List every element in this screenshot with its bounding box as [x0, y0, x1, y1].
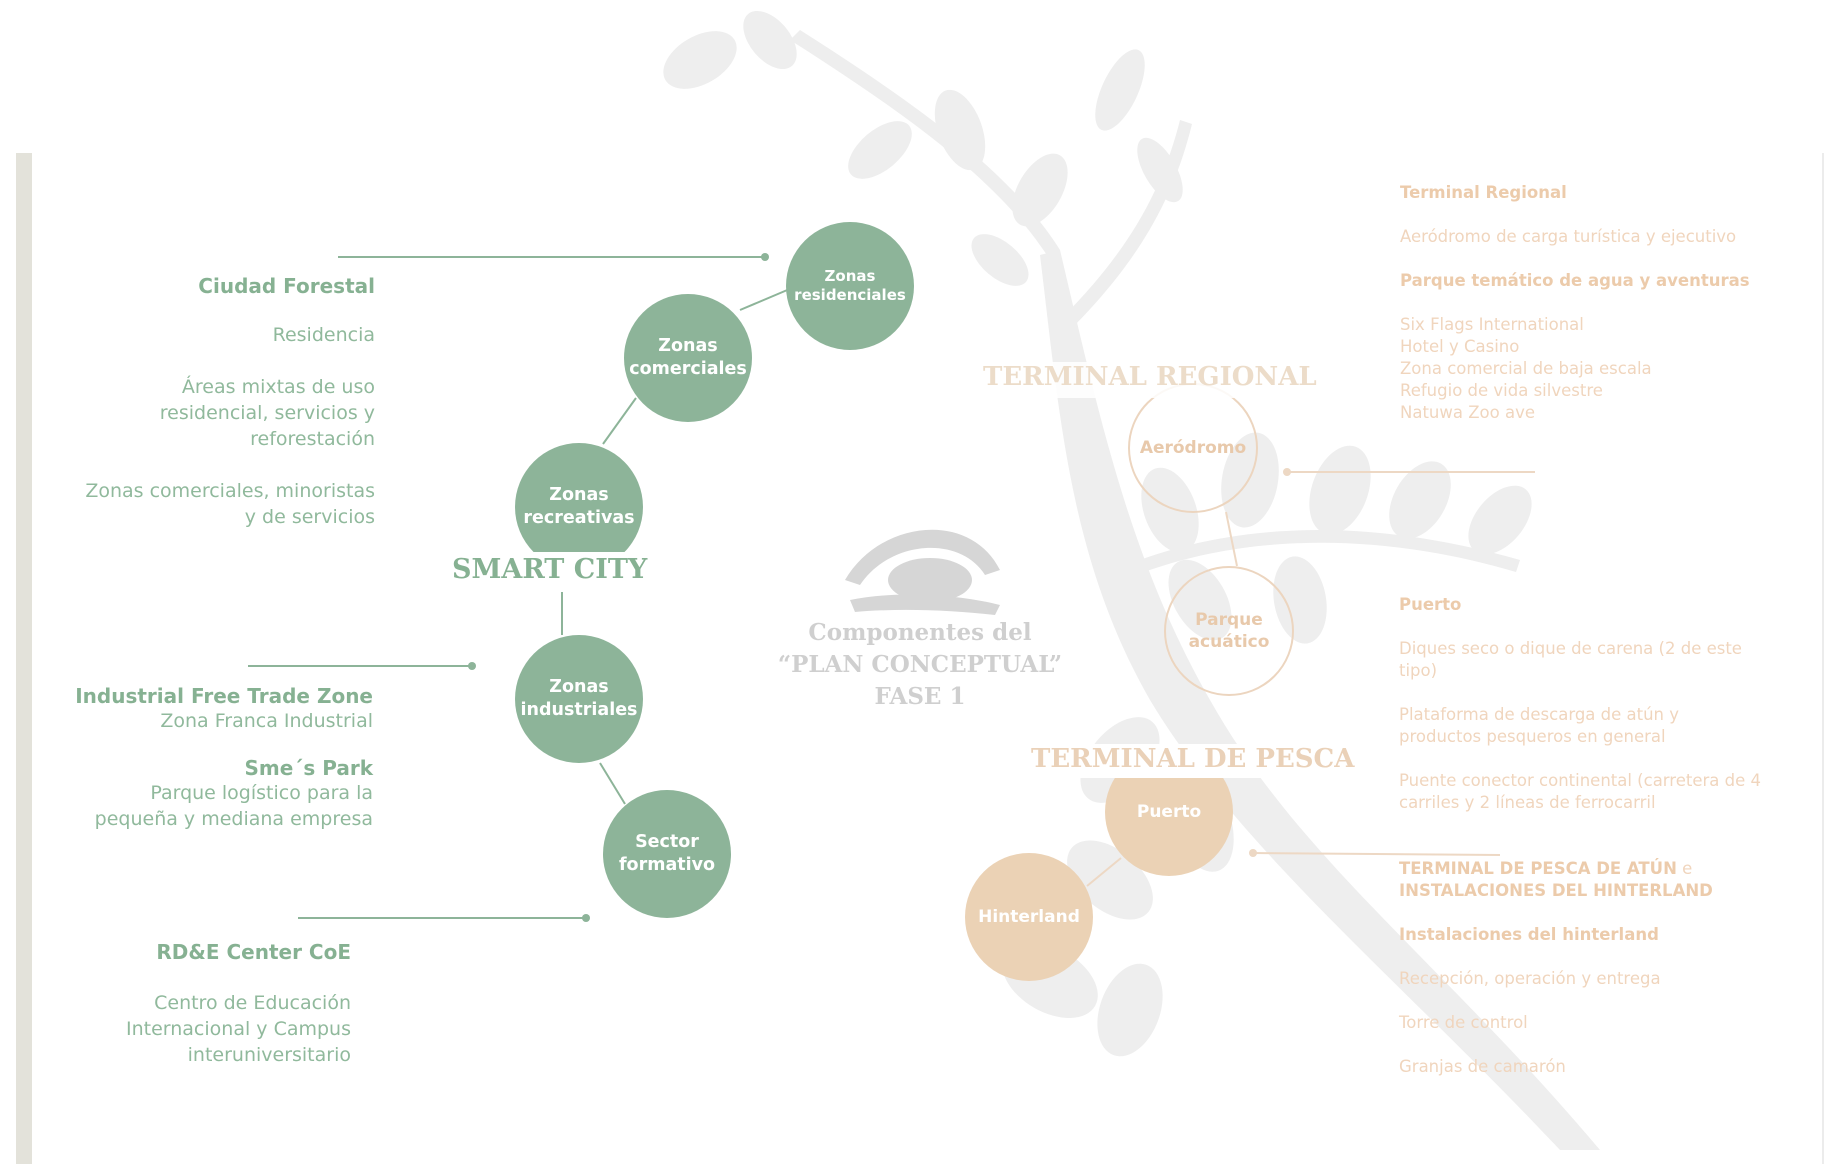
list-item: Zona comercial de baja escala — [1400, 359, 1652, 378]
line: Centro de Educación — [154, 992, 351, 1014]
industrial-block: Industrial Free Trade Zone Zona Franca I… — [40, 684, 373, 832]
heading: Instalaciones del hinterland — [1399, 925, 1659, 944]
heading: Puerto — [1399, 595, 1462, 614]
line: reforestación — [250, 428, 375, 450]
heading: RD&E Center CoE — [156, 940, 351, 964]
list-item: Granjas de camarón — [1399, 1057, 1566, 1076]
heading: Sme´s Park — [244, 756, 373, 780]
list: Six Flags International Hotel y Casino Z… — [1400, 314, 1800, 424]
line: y de servicios — [244, 506, 375, 528]
node-label: Puerto — [1136, 801, 1202, 822]
line: Diques seco o dique de carena (2 de este — [1399, 639, 1742, 658]
node-label: Zonas industriales — [520, 677, 638, 720]
list-item: Natuwa Zoo ave — [1400, 403, 1535, 422]
heading-plain: e — [1676, 859, 1693, 878]
hinterland-text: TERMINAL DE PESCA DE ATÚN e INSTALACIONE… — [1399, 858, 1799, 1078]
node-label: Sector formativo — [618, 832, 716, 875]
paragraph: Centro de Educación Internacional y Camp… — [40, 990, 351, 1068]
terminal-connectors — [1086, 471, 1535, 887]
center-line: Componentes del — [808, 619, 1032, 646]
node-zonas-recreativas: Zonas recreativas — [515, 443, 643, 571]
node-label: Aeródromo — [1139, 437, 1247, 458]
list-item: Puente conector continental (carretera d… — [1399, 770, 1799, 814]
line: Zonas comerciales, minoristas — [85, 480, 375, 502]
center-line: FASE 1 — [874, 683, 966, 710]
line: Áreas mixtas de uso — [181, 376, 375, 398]
center-title: Componentes del “PLAN CONCEPTUAL” FASE 1 — [760, 617, 1080, 713]
terminal-regional-text: Terminal Regional Aeródromo de carga tur… — [1400, 182, 1800, 424]
paragraph: Residencia — [272, 324, 375, 346]
puerto-text: Puerto Diques seco o dique de carena (2 … — [1399, 594, 1799, 814]
line: productos pesqueros en general — [1399, 727, 1666, 746]
terminal-pesca-title: TERMINAL DE PESCA — [1031, 744, 1355, 774]
node-zonas-residenciales: Zonas residenciales — [786, 222, 914, 350]
terminal-regional-title: TERMINAL REGIONAL — [983, 362, 1317, 392]
heading-bold: INSTALACIONES DEL HINTERLAND — [1399, 881, 1713, 900]
eye-logo — [845, 529, 1000, 615]
paragraph: Áreas mixtas de uso residencial, servici… — [40, 374, 375, 452]
node-label: Zonas residenciales — [794, 266, 906, 305]
right-border-line — [1822, 153, 1824, 1164]
node-aerodromo: Aeródromo — [1128, 383, 1258, 513]
list-item: Torre de control — [1399, 1013, 1528, 1032]
node-zonas-comerciales: Zonas comerciales — [624, 294, 752, 422]
heading: Ciudad Forestal — [198, 274, 375, 298]
node-label: Hinterland — [978, 906, 1080, 927]
line: tipo) — [1399, 661, 1438, 680]
list-item: Refugio de vida silvestre — [1400, 381, 1603, 400]
list-item: Six Flags International — [1400, 315, 1584, 334]
paragraph: Parque logístico para la pequeña y media… — [40, 780, 373, 832]
node-zonas-industriales: Zonas industriales — [515, 635, 643, 763]
node-label: Parque acuático — [1188, 609, 1270, 652]
smart-city-connectors — [248, 256, 793, 919]
line: pequeña y mediana empresa — [94, 808, 373, 830]
ciudad-forestal-block: Ciudad Forestal Residencia Áreas mixtas … — [40, 274, 375, 530]
smart-city-title: SMART CITY — [452, 554, 648, 585]
list-item: Plataforma de descarga de atún y product… — [1399, 704, 1799, 748]
heading: Terminal Regional — [1400, 183, 1567, 202]
title-backdrop — [440, 552, 650, 592]
heading: TERMINAL DE PESCA DE ATÚN e — [1399, 858, 1799, 880]
node-parque-acuatico: Parque acuático — [1164, 566, 1294, 696]
title-backdrop — [1028, 744, 1333, 778]
center-line: “PLAN CONCEPTUAL” — [777, 651, 1063, 678]
list-item: Diques seco o dique de carena (2 de este… — [1399, 638, 1799, 682]
node-hinterland: Hinterland — [965, 853, 1093, 981]
subheading: Zona Franca Industrial — [160, 710, 373, 732]
paragraph: Aeródromo de carga turística y ejecutivo — [1400, 227, 1737, 246]
node-sector-formativo: Sector formativo — [603, 790, 731, 918]
list-item: Hotel y Casino — [1400, 337, 1520, 356]
line: Parque logístico para la — [150, 782, 373, 804]
heading-bold: TERMINAL DE PESCA DE ATÚN — [1399, 859, 1677, 878]
line: carriles y 2 líneas de ferrocarril — [1399, 793, 1656, 812]
line: Internacional y Campus — [125, 1018, 351, 1040]
rde-block: RD&E Center CoE Centro de Educación Inte… — [40, 940, 351, 1068]
node-label: Zonas recreativas — [523, 485, 635, 528]
line: Puente conector continental (carretera d… — [1399, 771, 1762, 790]
paragraph: Zonas comerciales, minoristas y de servi… — [40, 478, 375, 530]
line: Plataforma de descarga de atún y — [1399, 705, 1680, 724]
list-item: Recepción, operación y entrega — [1399, 969, 1661, 988]
line: residencial, servicios y — [159, 402, 375, 424]
left-border-bar — [16, 153, 32, 1164]
line: interuniversitario — [187, 1044, 351, 1066]
title-backdrop — [980, 362, 1295, 398]
node-label: Zonas comerciales — [629, 336, 747, 379]
heading: Industrial Free Trade Zone — [75, 684, 373, 708]
heading: Parque temático de agua y aventuras — [1400, 271, 1750, 290]
